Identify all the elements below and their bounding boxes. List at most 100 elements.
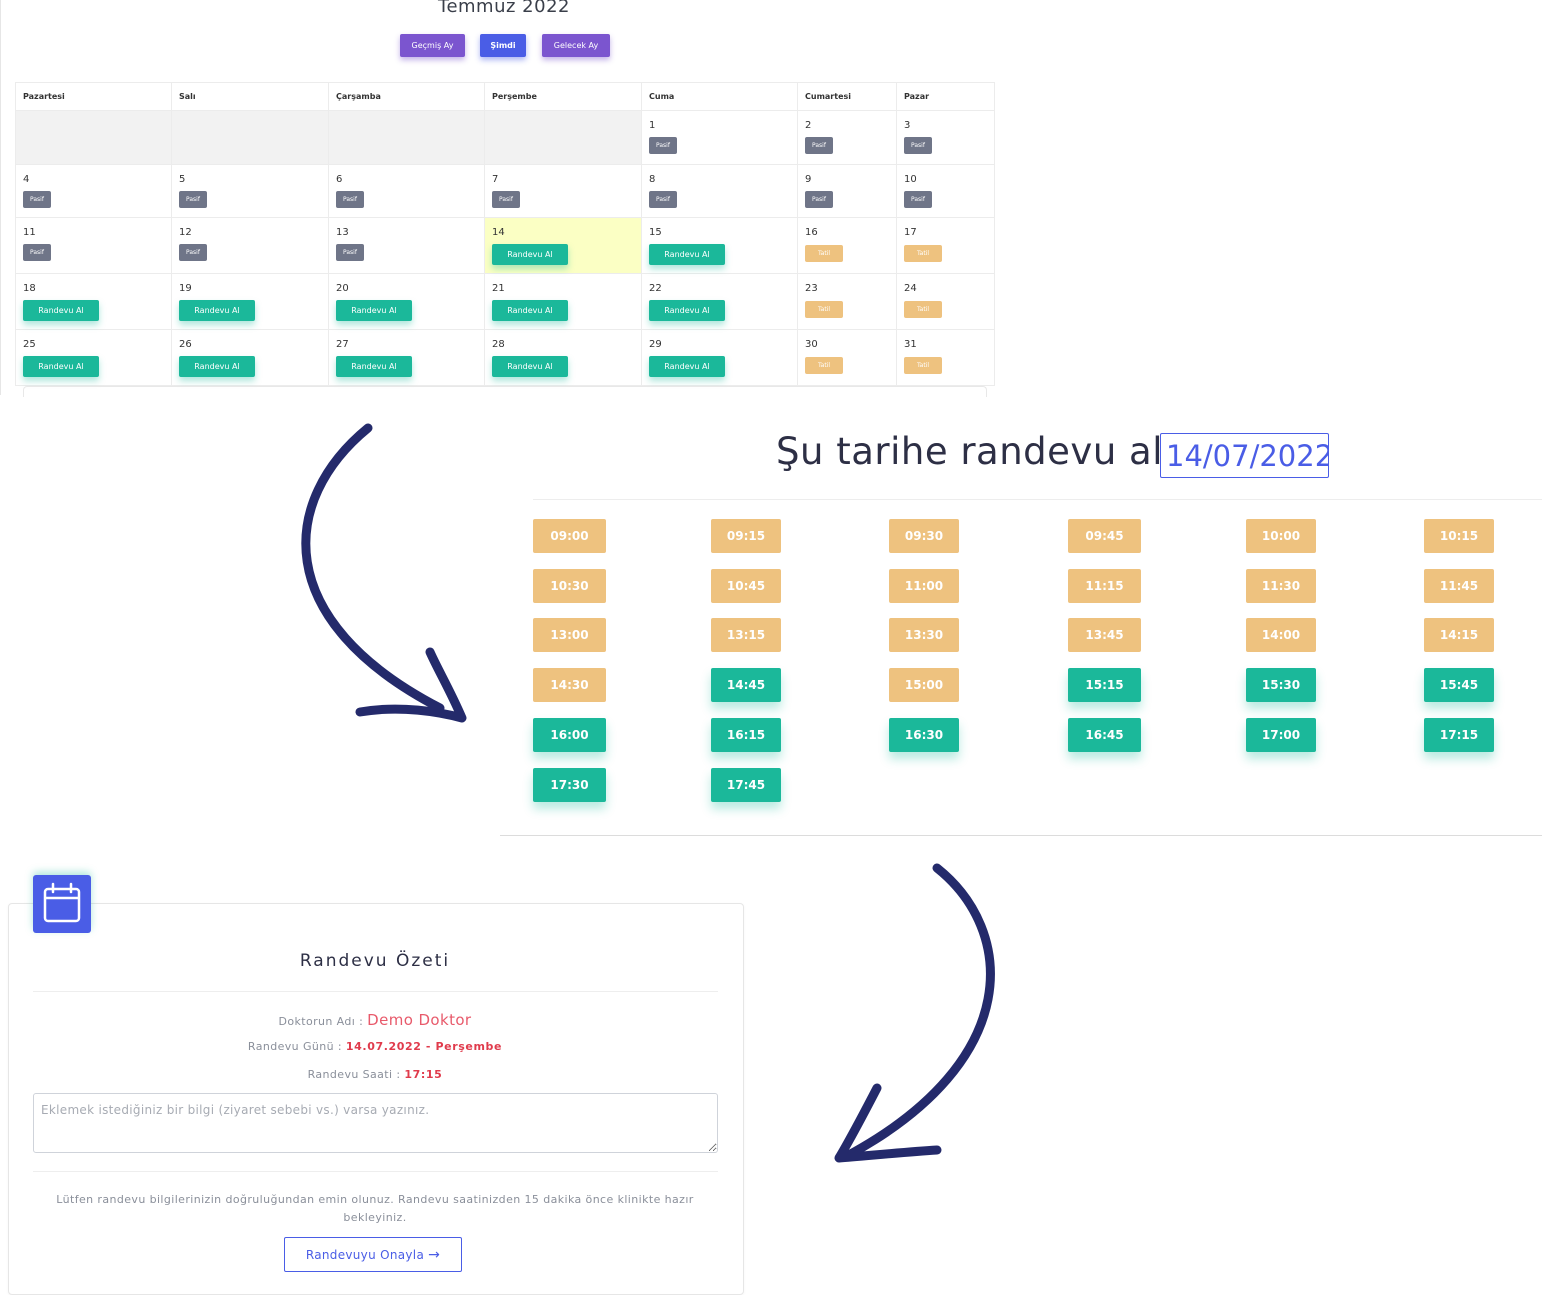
previous-month-button[interactable]: Geçmiş Ay bbox=[400, 34, 465, 57]
confirm-appointment-button[interactable]: Randevuyu Onayla→ bbox=[284, 1237, 462, 1272]
day-number: 21 bbox=[492, 283, 505, 294]
book-appointment-button[interactable]: Randevu Al bbox=[179, 356, 255, 377]
book-appointment-button[interactable]: Randevu Al bbox=[649, 356, 725, 377]
doctor-name-row: Doktorun Adı : Demo Doktor bbox=[0, 1011, 750, 1029]
time-slot-button[interactable]: 16:30 bbox=[889, 718, 959, 752]
arrow-right-icon: → bbox=[428, 1246, 441, 1263]
time-slot-button[interactable]: 16:15 bbox=[711, 718, 781, 752]
day-number: 23 bbox=[805, 283, 818, 294]
time-slot-button[interactable]: 15:30 bbox=[1246, 668, 1316, 702]
weekday-header: Çarşamba bbox=[328, 82, 485, 111]
weekday-header-row: Pazartesi Salı Çarşamba Perşembe Cuma Cu… bbox=[15, 82, 995, 111]
day-number: 9 bbox=[805, 174, 812, 185]
book-appointment-button[interactable]: Randevu Al bbox=[23, 356, 99, 377]
book-appointment-button[interactable]: Randevu Al bbox=[336, 300, 412, 321]
day-number: 15 bbox=[649, 227, 662, 238]
day-number: 7 bbox=[492, 174, 499, 185]
time-slot-button: 10:30 bbox=[533, 569, 606, 603]
weekday-header: Cumartesi bbox=[797, 82, 897, 111]
time-slot-button[interactable]: 17:45 bbox=[711, 768, 781, 802]
weekday-header: Pazartesi bbox=[15, 82, 172, 111]
day-number: 18 bbox=[23, 283, 36, 294]
book-appointment-button[interactable]: Randevu Al bbox=[649, 244, 725, 265]
book-appointment-button[interactable]: Randevu Al bbox=[492, 356, 568, 377]
inactive-badge: Pasif bbox=[336, 244, 364, 261]
confirm-button-label: Randevuyu Onayla bbox=[305, 1247, 425, 1262]
inactive-badge: Pasif bbox=[23, 244, 51, 261]
calendar-panel: Temmuz 2022 Geçmiş Ay Şimdi Gelecek Ay P… bbox=[0, 0, 1001, 397]
time-slot-button[interactable]: 15:15 bbox=[1068, 668, 1141, 702]
time-slot-button[interactable]: 17:30 bbox=[533, 768, 606, 802]
curved-arrow-icon bbox=[301, 423, 467, 723]
day-number: 26 bbox=[179, 339, 192, 350]
time-slot-button: 11:15 bbox=[1068, 569, 1141, 603]
day-number: 3 bbox=[904, 120, 911, 131]
time-slot-button: 09:00 bbox=[533, 519, 606, 553]
divider bbox=[500, 835, 1542, 836]
day-number: 2 bbox=[805, 120, 812, 131]
time-slot-button[interactable]: 16:45 bbox=[1068, 718, 1141, 752]
note-textarea[interactable] bbox=[33, 1093, 718, 1153]
time-slot-button: 13:00 bbox=[533, 618, 606, 652]
divider bbox=[33, 1171, 718, 1172]
time-slot-button[interactable]: 16:00 bbox=[533, 718, 606, 752]
holiday-badge: Tatil bbox=[805, 245, 843, 262]
holiday-badge: Tatil bbox=[805, 357, 843, 374]
calendar-footer-edge bbox=[23, 386, 987, 397]
divider bbox=[33, 991, 718, 992]
time-slot-button[interactable]: 17:00 bbox=[1246, 718, 1316, 752]
book-appointment-button[interactable]: Randevu Al bbox=[649, 300, 725, 321]
next-month-button[interactable]: Gelecek Ay bbox=[542, 34, 610, 57]
appointment-date-input[interactable] bbox=[1160, 433, 1329, 478]
time-slot-button[interactable]: 14:45 bbox=[711, 668, 781, 702]
book-appointment-button[interactable]: Randevu Al bbox=[492, 300, 568, 321]
time-slot-button: 10:15 bbox=[1424, 519, 1494, 553]
time-slot-button[interactable]: 15:45 bbox=[1424, 668, 1494, 702]
day-number: 17 bbox=[904, 227, 917, 238]
appointment-day-label: Randevu Günü : bbox=[247, 1040, 342, 1053]
inactive-badge: Pasif bbox=[649, 191, 677, 208]
book-appointment-button[interactable]: Randevu Al bbox=[336, 356, 412, 377]
inactive-badge: Pasif bbox=[805, 137, 833, 154]
notice-text: Lütfen randevu bilgilerinizin doğruluğun… bbox=[56, 1193, 694, 1224]
doctor-name-value: Demo Doktor bbox=[367, 1011, 472, 1029]
calendar-title: Temmuz 2022 bbox=[438, 0, 570, 17]
book-appointment-button[interactable]: Randevu Al bbox=[492, 244, 568, 265]
time-slot-button[interactable]: 17:15 bbox=[1424, 718, 1494, 752]
day-number: 6 bbox=[336, 174, 343, 185]
calendar-grid: Pazartesi Salı Çarşamba Perşembe Cuma Cu… bbox=[15, 82, 995, 386]
time-slot-button: 09:15 bbox=[711, 519, 781, 553]
day-number: 27 bbox=[336, 339, 349, 350]
day-number: 20 bbox=[336, 283, 349, 294]
inactive-badge: Pasif bbox=[336, 191, 364, 208]
day-number: 25 bbox=[23, 339, 36, 350]
weekday-header: Perşembe bbox=[484, 82, 642, 111]
appointment-day-value: 14.07.2022 - Perşembe bbox=[345, 1040, 503, 1053]
weekday-header: Pazar bbox=[896, 82, 995, 111]
day-number: 5 bbox=[179, 174, 186, 185]
book-appointment-button[interactable]: Randevu Al bbox=[23, 300, 99, 321]
book-appointment-button[interactable]: Randevu Al bbox=[179, 300, 255, 321]
calendar-day-cell bbox=[484, 110, 642, 165]
day-number: 22 bbox=[649, 283, 662, 294]
current-month-button[interactable]: Şimdi bbox=[480, 34, 526, 57]
